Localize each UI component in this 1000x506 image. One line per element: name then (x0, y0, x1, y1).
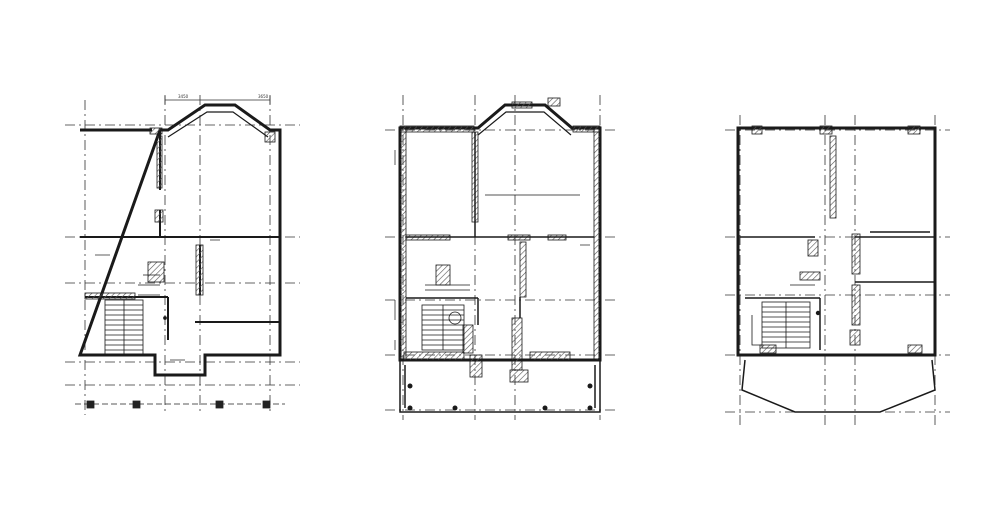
details-middle (394, 150, 590, 350)
floor-plan-middle (385, 95, 615, 420)
bay-window-middle (477, 111, 572, 136)
veranda-posts-middle (407, 383, 593, 411)
exterior-walls-middle (398, 103, 602, 362)
dimension-marks-left (164, 96, 271, 104)
hatched-wall-segments-right (751, 125, 923, 354)
staircase-middle (421, 284, 470, 351)
exterior-walls-left (77, 103, 282, 377)
interior-walls-left (80, 130, 280, 340)
interior-walls-right (740, 231, 935, 350)
interior-walls-middle (406, 132, 594, 325)
dimension-label: 3650 (258, 94, 269, 99)
hatched-wall-segments-left (84, 127, 276, 300)
staircase-right (751, 284, 821, 349)
hatched-wall-segments-middle (399, 97, 601, 383)
exterior-walls-right (736, 126, 937, 357)
floor-plan-left: 3450 3650 (65, 94, 300, 415)
details-left (95, 239, 220, 361)
balcony-right (741, 359, 936, 413)
staircase-left (104, 274, 160, 356)
floor-plan-right (725, 115, 950, 425)
veranda-middle (399, 360, 601, 413)
grid-lines-right (725, 115, 950, 425)
grid-lines-middle (385, 95, 615, 420)
bay-window-left (167, 111, 269, 138)
dimension-label: 3450 (178, 94, 189, 99)
foundation-markers-left (75, 400, 285, 409)
